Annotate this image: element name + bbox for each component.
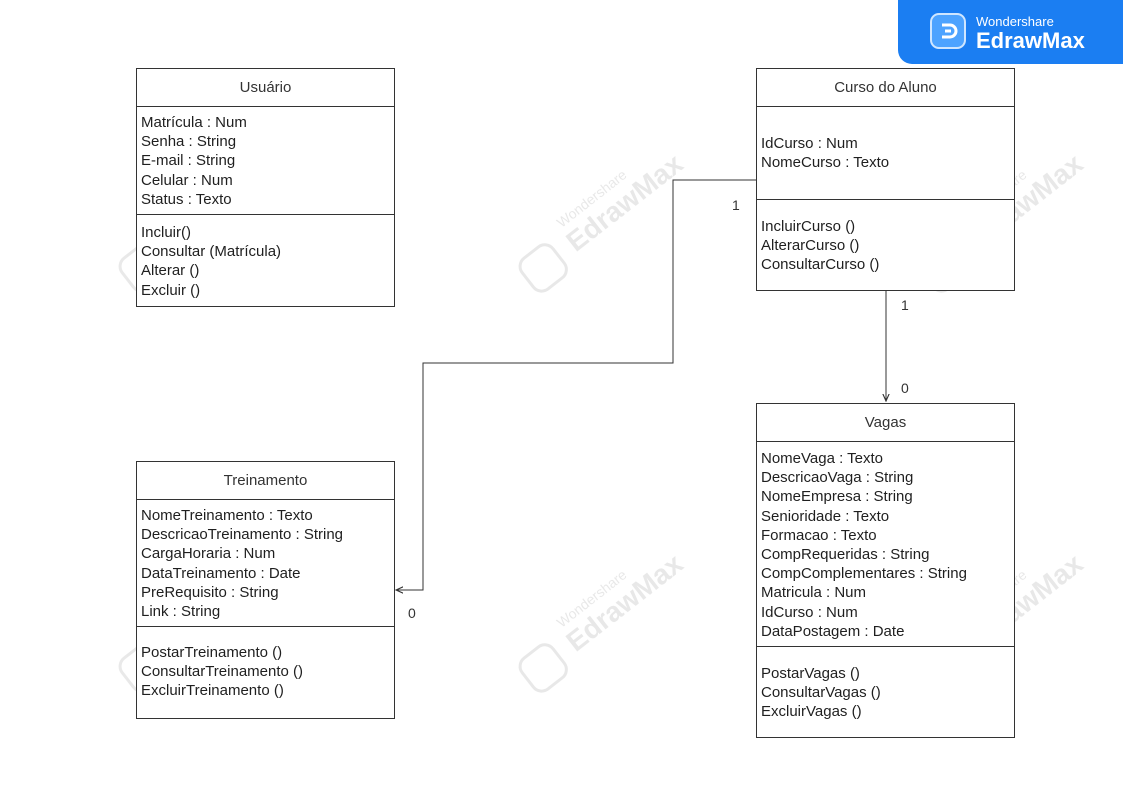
method: ConsultarCurso () [761,256,880,274]
attribute: Matrícula : Num [141,114,247,131]
attribute: Link : String [141,603,221,621]
method: Alterar () [141,262,200,280]
attribute: Formacao : Texto [761,526,877,544]
method: ConsultarTreinamento () [141,663,304,681]
attribute: DataPostagem : Date [761,622,905,640]
multiplicity-curso-vagas-target: 0 [901,380,909,396]
attribute: Senha : String [141,133,237,151]
attribute: NomeTreinamento : Texto [141,507,313,524]
brand-company: Wondershare [976,14,1054,29]
attribute: DataTreinamento : Date [141,564,301,582]
methods-section: PostarTreinamento () ConsultarTreinament… [137,627,394,701]
method: Consultar (Matrícula) [141,243,282,261]
class-vagas[interactable]: Vagas NomeVaga : Texto DescricaoVaga : S… [756,403,1015,738]
class-title: Vagas [757,404,1014,442]
edrawmax-logo-icon [930,13,966,49]
method: ConsultarVagas () [761,684,881,702]
association-curso-treinamento [396,179,756,590]
class-title: Curso do Aluno [757,69,1014,107]
method: AlterarCurso () [761,237,860,255]
attributes-section: NomeTreinamento : Texto DescricaoTreinam… [137,500,394,627]
attribute: CompComplementares : String [761,565,967,583]
attribute: IdCurso : Num [761,135,858,152]
methods-section: IncluirCurso () AlterarCurso () Consulta… [757,200,1014,275]
attribute: NomeCurso : Texto [761,154,890,172]
multiplicity-curso-vagas-source: 1 [901,297,909,313]
attribute: Matricula : Num [761,584,867,602]
attribute: IdCurso : Num [761,603,858,621]
attribute: NomeVaga : Texto [761,450,884,467]
method: Excluir () [141,281,201,299]
method: ExcluirTreinamento () [141,682,284,700]
edrawmax-brand-badge: Wondershare EdrawMax [898,0,1123,64]
attribute: DescricaoVaga : String [761,469,914,487]
method: PostarTreinamento () [141,644,283,661]
class-title: Treinamento [137,462,394,500]
attributes-section: Matrícula : Num Senha : String E-mail : … [137,107,394,215]
attribute: NomeEmpresa : String [761,488,913,506]
attribute: Status : Texto [141,190,232,208]
brand-product: EdrawMax [976,28,1085,53]
method: ExcluirVagas () [761,703,862,721]
class-title: Usuário [137,69,394,107]
method: PostarVagas () [761,665,860,682]
attribute: CompRequeridas : String [761,546,930,564]
class-curso-do-aluno[interactable]: Curso do Aluno IdCurso : Num NomeCurso :… [756,68,1015,291]
multiplicity-curso-treinamento-source: 1 [732,197,740,213]
method: IncluirCurso () [761,218,856,235]
attribute: Celular : Num [141,171,233,189]
multiplicity-curso-treinamento-target: 0 [408,605,416,621]
method: Incluir() [141,224,192,241]
methods-section: Incluir() Consultar (Matrícula) Alterar … [137,215,394,300]
attribute: PreRequisito : String [141,583,279,601]
attribute: CargaHoraria : Num [141,545,276,563]
methods-section: PostarVagas () ConsultarVagas () Excluir… [757,647,1014,722]
attribute: DescricaoTreinamento : String [141,526,344,544]
attribute: Senioridade : Texto [761,507,890,525]
class-treinamento[interactable]: Treinamento NomeTreinamento : Texto Desc… [136,461,395,719]
attributes-section: NomeVaga : Texto DescricaoVaga : String … [757,442,1014,647]
attributes-section: IdCurso : Num NomeCurso : Texto [757,107,1014,200]
class-usuario[interactable]: Usuário Matrícula : Num Senha : String E… [136,68,395,307]
attribute: E-mail : String [141,152,236,170]
